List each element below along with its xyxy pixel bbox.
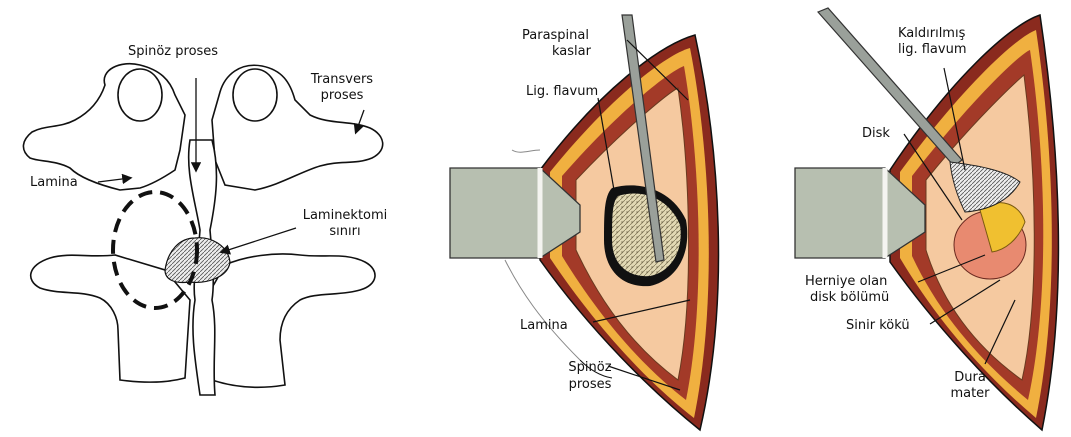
label-removed-2: lig. flavum bbox=[898, 42, 967, 57]
label-disk: Disk bbox=[862, 126, 890, 141]
label-laminectomy-1: Laminektomi bbox=[290, 208, 400, 223]
label-spinous-2: proses bbox=[555, 377, 625, 392]
label-lig-flavum: Lig. flavum bbox=[526, 84, 598, 99]
right-facet-oval bbox=[233, 69, 277, 121]
label-removed-1: Kaldırılmış bbox=[898, 26, 965, 41]
label-herniated-2: disk bölümü bbox=[810, 290, 889, 305]
label-spinous-process: Spinöz proses bbox=[128, 44, 218, 59]
label-lamina: Lamina bbox=[30, 175, 78, 190]
label-lamina-2: Lamina bbox=[520, 318, 568, 333]
left-facet-oval bbox=[118, 69, 162, 121]
label-paraspinal-2: kaslar bbox=[552, 44, 591, 59]
label-transverse-2: proses bbox=[302, 88, 382, 103]
label-dura-1: Dura bbox=[940, 370, 1000, 385]
label-transverse-1: Transvers bbox=[302, 72, 382, 87]
label-herniated-1: Herniye olan bbox=[805, 274, 887, 289]
label-paraspinal-1: Paraspinal bbox=[522, 28, 589, 43]
label-dura-2: mater bbox=[940, 386, 1000, 401]
label-spinous-1: Spinöz bbox=[555, 360, 625, 375]
label-laminectomy-2: sınırı bbox=[290, 224, 400, 239]
label-nerve-root: Sinir kökü bbox=[846, 318, 910, 333]
